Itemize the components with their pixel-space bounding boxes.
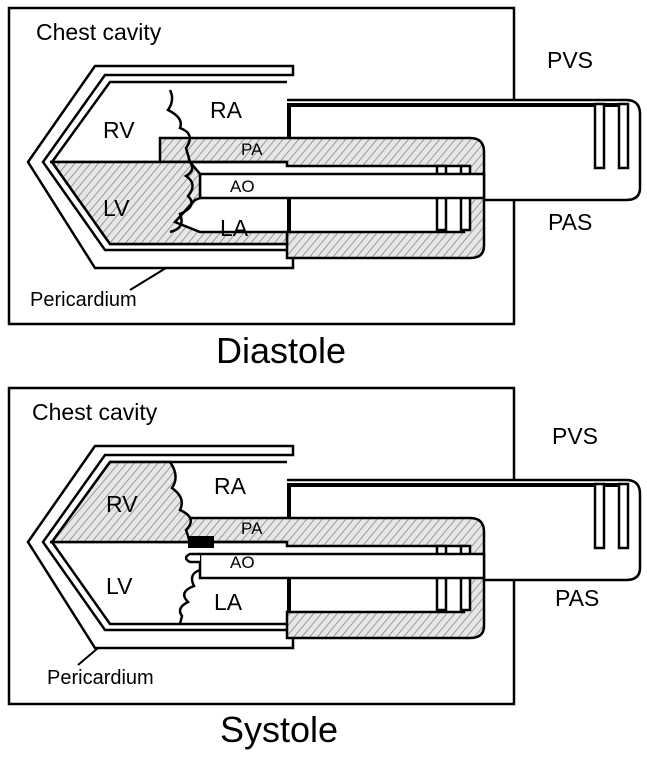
rv-label: RV [103,117,135,143]
pa-label: PA [241,519,263,538]
rv-label: RV [106,491,138,517]
pas-label: PAS [548,209,592,235]
pericardium-label: Pericardium [47,667,154,689]
pvs-label: PVS [552,423,598,449]
chest-cavity-label: Chest cavity [36,19,162,45]
ao-label: AO [230,553,255,572]
systole-caption: Systole [220,709,338,750]
lv-label: LV [106,573,133,599]
diastole-caption: Diastole [216,330,346,371]
pvs-label: PVS [547,47,593,73]
diastole-panel: Chest cavity PVS PAS RV RA PA AO LV LA P… [7,6,642,371]
lv-label: LV [103,195,130,221]
la-label: LA [214,589,243,615]
pericardium-label: Pericardium [30,289,137,311]
systole-panel: Chest cavity PVS PAS RV RA PA AO LV LA P… [7,386,642,750]
ao-label: AO [230,177,255,196]
ra-label: RA [214,473,247,499]
pas-label: PAS [555,585,599,611]
chest-cavity-label: Chest cavity [32,399,158,425]
la-label: LA [220,215,249,241]
ra-label: RA [210,97,243,123]
pa-label: PA [241,140,263,159]
